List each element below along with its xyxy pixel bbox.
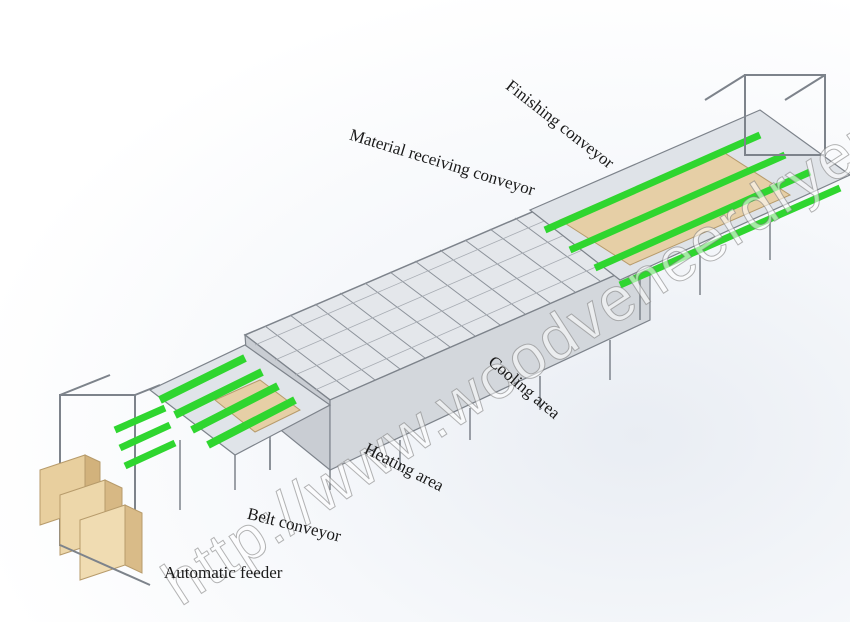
finishing-conveyor — [528, 74, 850, 320]
veneer-stacks — [39, 454, 143, 581]
automatic-feeder — [39, 374, 177, 586]
label-automatic-feeder: Automatic feeder — [164, 563, 283, 582]
belt-conveyor — [148, 344, 332, 510]
